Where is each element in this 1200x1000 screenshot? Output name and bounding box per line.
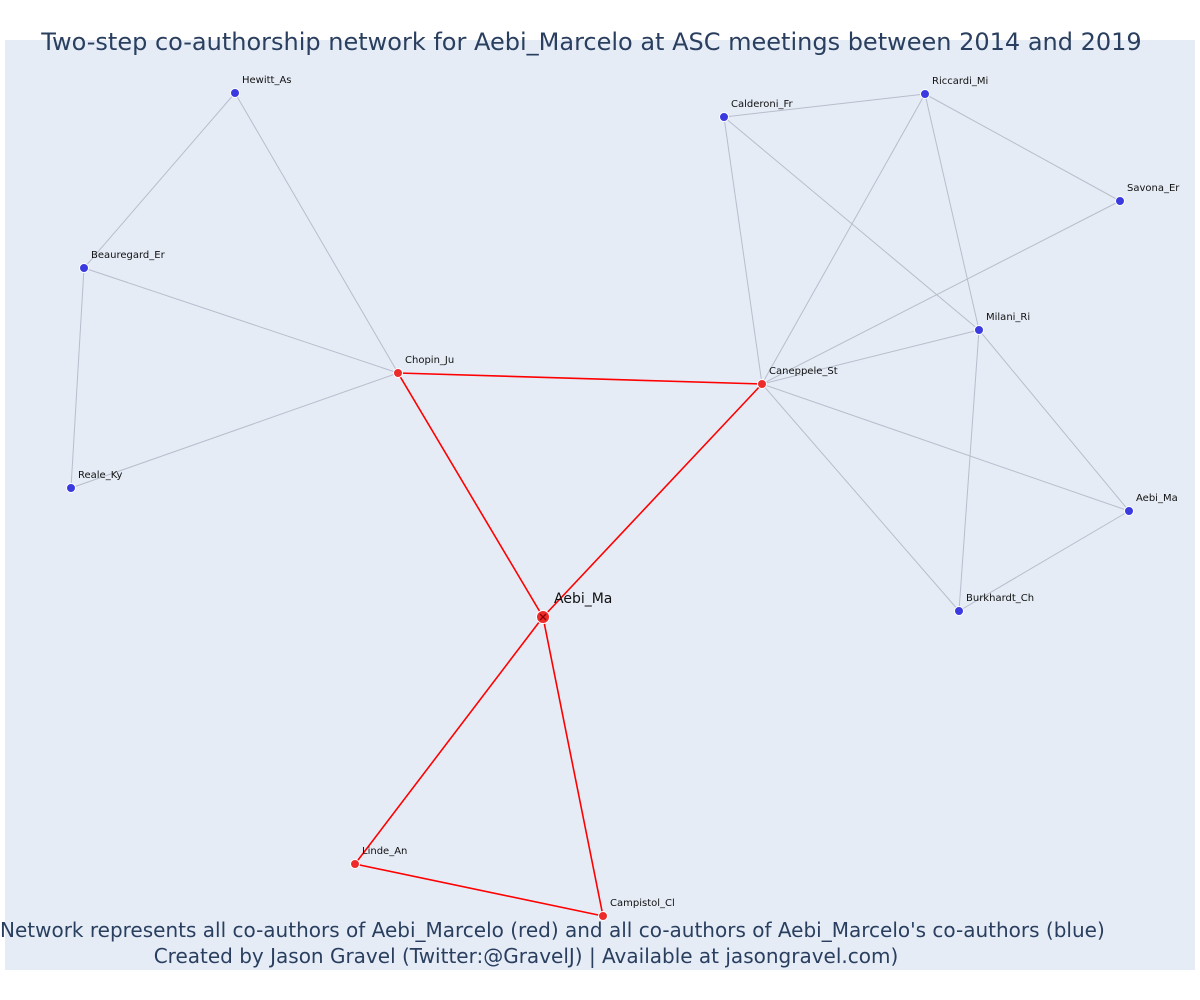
node-riccardi[interactable] bbox=[920, 89, 930, 99]
edge-chopin-beauregard bbox=[83, 267, 399, 374]
node-label-chopin: Chopin_Ju bbox=[405, 355, 454, 366]
node-campistol[interactable] bbox=[598, 911, 608, 921]
caption-line-2: Created by Jason Gravel (Twitter:@Gravel… bbox=[153, 944, 899, 968]
node-label-reale: Reale_Ky bbox=[78, 470, 123, 481]
node-beauregard[interactable] bbox=[79, 263, 89, 273]
edge-calderoni-riccardi bbox=[723, 93, 926, 118]
edge-ego-chopin bbox=[397, 372, 544, 618]
node-caneppele[interactable] bbox=[757, 379, 767, 389]
node-aebi2[interactable] bbox=[1124, 506, 1134, 516]
plot-area bbox=[5, 40, 1195, 970]
edge-caneppele-burkhardt bbox=[761, 383, 960, 612]
node-label-savona: Savona_Er bbox=[1127, 183, 1180, 194]
edge-chopin-reale bbox=[70, 372, 399, 489]
node-label-calderoni: Calderoni_Fr bbox=[731, 99, 794, 110]
node-label-ego: Aebi_Ma bbox=[554, 591, 612, 607]
node-label-aebi2: Aebi_Ma bbox=[1136, 493, 1178, 504]
edge-hewitt-beauregard bbox=[83, 92, 236, 269]
edge-caneppele-calderoni bbox=[723, 116, 763, 385]
edge-calderoni-milani bbox=[723, 116, 980, 331]
chart-title: Two-step co-authorship network for Aebi_… bbox=[41, 28, 1142, 56]
edge-ego-linde bbox=[354, 616, 544, 865]
edge-chopin-caneppele bbox=[397, 372, 763, 385]
node-label-riccardi: Riccardi_Mi bbox=[932, 76, 988, 87]
node-burkhardt[interactable] bbox=[954, 606, 964, 616]
edge-ego-caneppele bbox=[542, 383, 763, 618]
node-label-beauregard: Beauregard_Er bbox=[91, 250, 166, 261]
node-label-burkhardt: Burkhardt_Ch bbox=[966, 593, 1034, 604]
edge-caneppele-aebi2 bbox=[761, 383, 1130, 512]
node-label-campistol: Campistol_Cl bbox=[610, 898, 675, 909]
edge-riccardi-milani bbox=[924, 93, 980, 331]
node-reale[interactable] bbox=[66, 483, 76, 493]
edges-layer bbox=[70, 92, 1130, 917]
node-linde[interactable] bbox=[350, 859, 360, 869]
node-label-milani: Milani_Ri bbox=[986, 312, 1030, 323]
edge-milani-aebi2 bbox=[978, 329, 1130, 512]
edge-chopin-hewitt bbox=[234, 92, 399, 374]
edge-milani-burkhardt bbox=[958, 329, 980, 612]
edge-ego-campistol bbox=[542, 616, 604, 917]
edge-caneppele-riccardi bbox=[761, 93, 926, 385]
node-savona[interactable] bbox=[1115, 196, 1125, 206]
edge-beauregard-reale bbox=[70, 267, 85, 489]
edge-caneppele-milani bbox=[761, 329, 980, 385]
edge-riccardi-savona bbox=[924, 93, 1121, 202]
ego-marker-icon bbox=[539, 613, 547, 621]
node-label-linde: Linde_An bbox=[362, 846, 407, 857]
node-milani[interactable] bbox=[974, 325, 984, 335]
edge-linde-campistol bbox=[354, 863, 604, 917]
edge-aebi2-burkhardt bbox=[958, 510, 1130, 612]
node-hewitt[interactable] bbox=[230, 88, 240, 98]
node-label-hewitt: Hewitt_As bbox=[242, 75, 292, 86]
nodes-layer bbox=[66, 88, 1134, 921]
node-calderoni[interactable] bbox=[719, 112, 729, 122]
labels-layer: Aebi_Ma Chopin_JuCaneppele_StLinde_AnCamp… bbox=[78, 75, 1180, 909]
edge-caneppele-savona bbox=[761, 200, 1121, 385]
caption-line-1: Network represents all co-authors of Aeb… bbox=[0, 918, 1105, 942]
node-label-caneppele: Caneppele_St bbox=[769, 366, 838, 377]
node-chopin[interactable] bbox=[393, 368, 403, 378]
